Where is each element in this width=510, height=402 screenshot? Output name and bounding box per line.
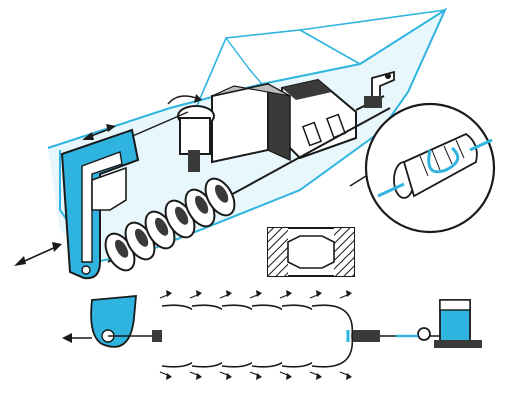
flow-arrow-bottom-head — [256, 373, 262, 380]
flow-arrow-top-head — [286, 290, 292, 297]
rudder-bracket — [91, 166, 127, 211]
flow-arrow-bottom-head — [196, 373, 202, 380]
double-arrow-icon — [82, 124, 116, 140]
flow-arrow-top-head — [226, 290, 232, 297]
coupling-cross-section — [267, 227, 355, 277]
section-blade — [311, 304, 354, 368]
battery-cell-1 — [301, 121, 323, 147]
coupling-shaft-out — [377, 182, 405, 198]
auger-blade-shade — [114, 239, 129, 258]
motor-box-front — [211, 82, 269, 164]
flow-arrow-bottom-head — [316, 373, 322, 380]
auger-blade-shade — [214, 184, 229, 203]
section-right-hatch — [334, 228, 354, 276]
coupling-hatching — [419, 139, 465, 177]
flow-arrow-top-head — [256, 290, 262, 297]
switch-section-ring — [417, 327, 431, 341]
gearbox-column — [179, 117, 211, 155]
switch-section — [396, 299, 482, 348]
water-flow-arrows-icon — [159, 290, 352, 380]
rotation-arrow — [167, 95, 197, 105]
auger-blade-shade — [194, 195, 209, 214]
auger-blade-shade — [154, 217, 169, 236]
flow-arrow-top-head — [196, 290, 202, 297]
flow-arrow-bottom-head — [286, 373, 292, 380]
motor-box-top — [211, 83, 291, 97]
windshield — [195, 29, 361, 109]
battery-pack — [281, 78, 357, 160]
rotation-arrow-head — [194, 94, 202, 103]
flow-arrow-top-head — [166, 290, 172, 297]
bow-line — [299, 9, 446, 31]
flow-arrow-bottom-head — [166, 373, 172, 380]
section-bore — [287, 235, 335, 269]
flow-arrow-bottom-head — [346, 373, 352, 380]
switch-pin — [385, 73, 391, 79]
auger-blade-shade — [174, 206, 189, 225]
rudder-section — [90, 295, 137, 348]
inset-leader — [349, 175, 367, 187]
rudder-pivot — [81, 265, 91, 275]
gearbox-shaft — [188, 150, 200, 172]
switch-base — [364, 96, 382, 108]
section-left-hatch — [268, 228, 288, 276]
auger-blade-shade — [134, 228, 149, 247]
battery-top — [282, 80, 332, 100]
switch-section-cap — [439, 299, 471, 311]
flow-arrow-bottom-head — [226, 373, 232, 380]
cord-to-rudder — [127, 111, 189, 139]
flow-arrow-top-head — [346, 290, 352, 297]
rudder-plate — [60, 128, 140, 280]
coupling-inset-circle — [349, 102, 496, 234]
windshield-frame — [225, 37, 263, 85]
bow-switch — [364, 70, 395, 108]
double-arrow-icon — [14, 242, 62, 266]
arrow-left-icon — [62, 333, 92, 343]
flow-arrow-top-head — [316, 290, 322, 297]
coupling-shaft-in — [469, 138, 493, 152]
coupling-wire — [427, 146, 460, 174]
spiral-propeller — [104, 177, 236, 272]
switch-section-base — [434, 340, 482, 348]
spiral-propeller-section — [152, 304, 380, 368]
